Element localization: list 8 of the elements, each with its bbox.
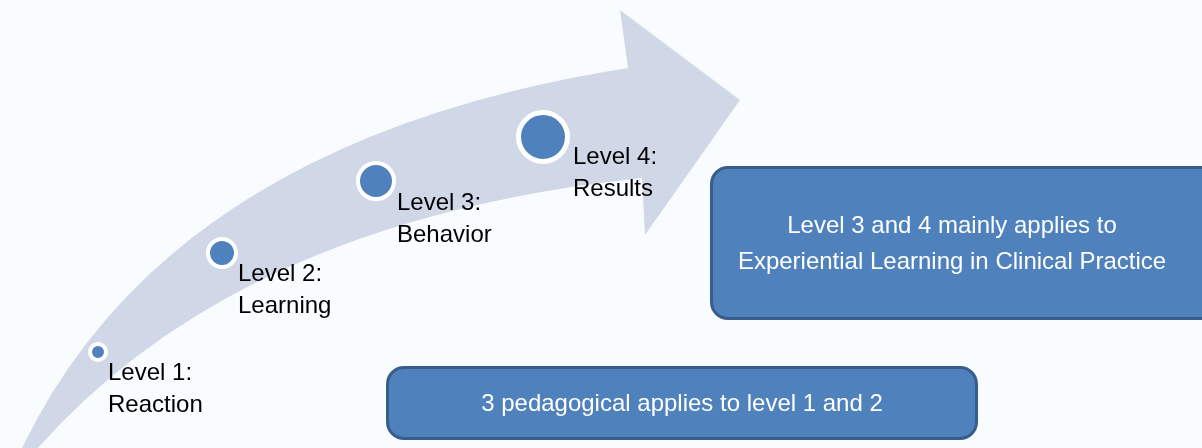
note-text: 3 pedagogical applies to level 1 and 2 [481,388,883,418]
note-text: Level 3 and 4 mainly applies to Experiential Learning in Clinical Practice [736,210,1168,276]
level-label: Level 2: Learning [238,258,333,320]
note-box [386,366,978,440]
note-box [710,166,1202,320]
level-label: Level 1: Reaction [108,357,204,419]
level-label: Level 4: Results [573,141,659,203]
level-label: Level 3: Behavior [397,187,493,249]
